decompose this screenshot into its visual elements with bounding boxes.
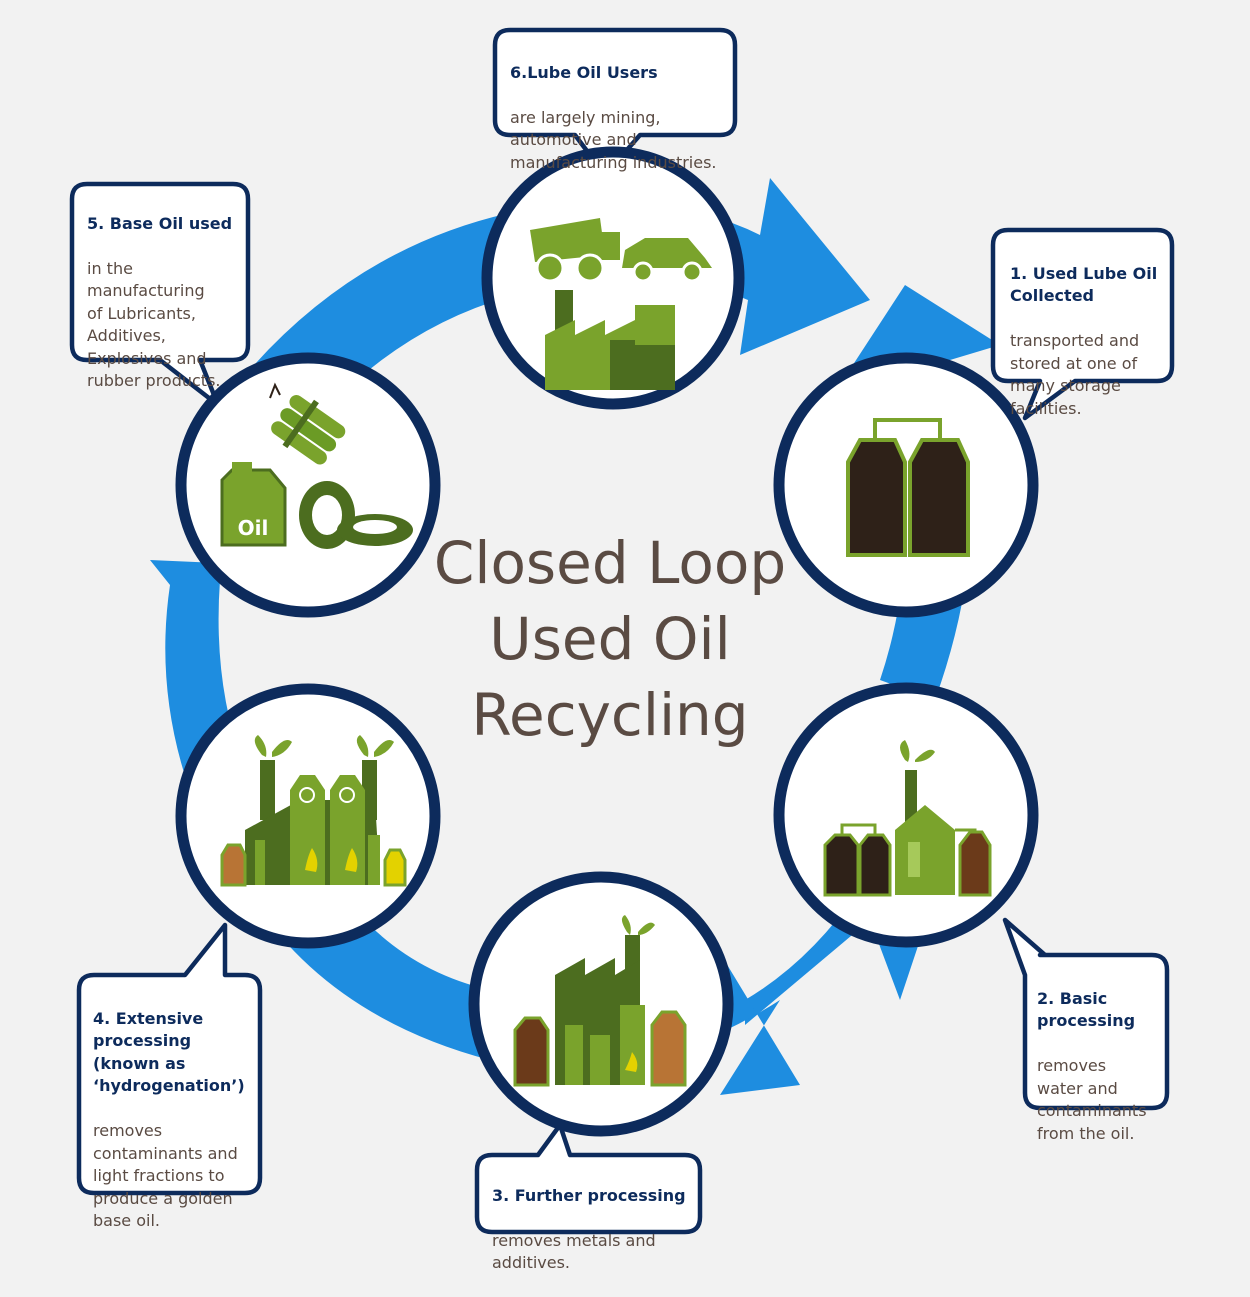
callout-heading: 3. Further processing xyxy=(492,1185,686,1205)
lube-oil-users-icon xyxy=(530,218,712,390)
callout-stage-5: 5. Base Oil used in the manufacturing of… xyxy=(87,190,245,415)
callout-box-4 xyxy=(76,922,263,1196)
diagram-title: Closed Loop Used Oil Recycling xyxy=(380,525,840,753)
callout-heading: 2. Basic processing xyxy=(1037,988,1136,1031)
callout-box-2 xyxy=(1002,917,1170,1111)
callout-heading: 6.Lube Oil Users xyxy=(510,62,658,82)
callout-boxes xyxy=(69,27,1175,1235)
callout-heading: 1. Used Lube Oil Collected xyxy=(1010,263,1158,306)
callout-body: removes metals and additives. xyxy=(492,1230,656,1273)
callout-box-1 xyxy=(990,227,1175,421)
callout-stage-6: 6.Lube Oil Users are largely mining, aut… xyxy=(510,39,732,197)
recycling-diagram: Oil xyxy=(69,27,1175,1235)
further-processing-plant-icon xyxy=(513,915,687,1087)
callout-stage-2: 2. Basic processing removes water and co… xyxy=(1037,965,1165,1168)
callout-box-5 xyxy=(69,181,251,408)
callout-body: removes contaminants and light fractions… xyxy=(93,1121,238,1230)
oil-can-label: Oil xyxy=(238,516,269,540)
storage-tanks-icon xyxy=(846,418,970,557)
callout-body: in the manufacturing of Lubricants, Addi… xyxy=(87,258,221,391)
title-line-3: Recycling xyxy=(471,681,749,749)
callout-body: are largely mining, automotive and manuf… xyxy=(510,107,717,172)
callout-stage-1: 1. Used Lube Oil Collected transported a… xyxy=(1010,240,1170,443)
callout-stage-4: 4. Extensive processing (known as ‘hydro… xyxy=(93,985,258,1255)
base-oil-products-icon xyxy=(220,382,413,549)
callout-box-3 xyxy=(474,1122,703,1235)
callout-stage-3: 3. Further processing removes metals and… xyxy=(492,1162,697,1297)
circle-stage-5 xyxy=(175,352,441,618)
hydrogenation-plant-icon xyxy=(220,735,407,887)
callout-body: removes water and contaminants from the … xyxy=(1037,1056,1147,1143)
basic-processing-plant-icon xyxy=(823,740,992,897)
callout-heading: 4. Extensive processing (known as ‘hydro… xyxy=(93,1008,245,1096)
title-line-2: Used Oil xyxy=(489,605,731,673)
title-line-1: Closed Loop xyxy=(433,529,787,597)
callout-body: transported and stored at one of many st… xyxy=(1010,331,1140,418)
callout-heading: 5. Base Oil used xyxy=(87,213,233,233)
